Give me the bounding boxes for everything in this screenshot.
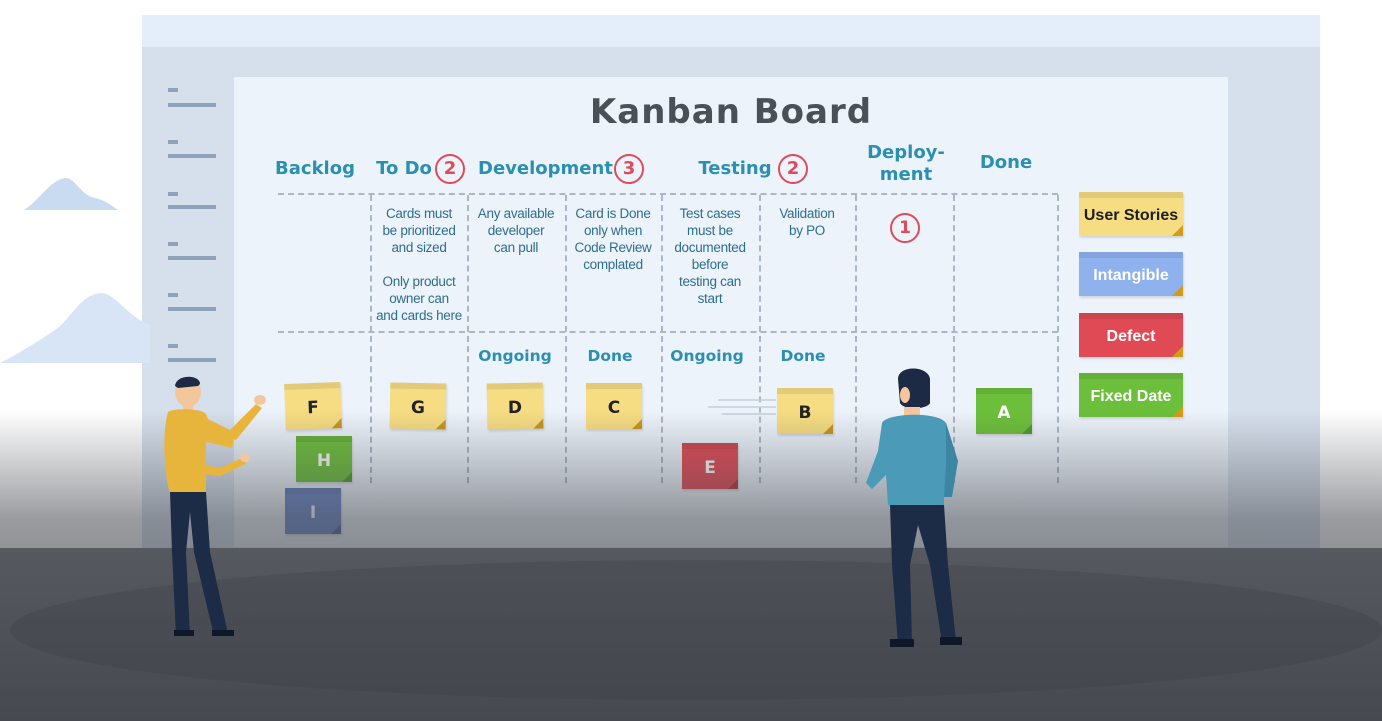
policy-line: by PO xyxy=(788,223,825,238)
policy-line: and sized xyxy=(391,240,447,255)
legend-defect: Defect xyxy=(1079,313,1183,357)
grid-line xyxy=(759,195,761,483)
column-header-development: Development xyxy=(478,158,613,179)
policy-line: Card is Done xyxy=(575,206,651,221)
policy-line: Code Review xyxy=(574,240,652,255)
legend-label: Intangible xyxy=(1093,267,1169,284)
subcolumn-dev-done: Done xyxy=(587,347,633,365)
column-header-todo: To Do xyxy=(376,158,432,179)
grid-line xyxy=(1057,195,1059,483)
grid-line xyxy=(953,195,955,483)
motion-lines xyxy=(708,399,776,415)
grid-line xyxy=(278,331,1058,333)
card-label: G xyxy=(410,397,426,419)
card-label: D xyxy=(507,397,523,419)
wip-limit-todo: 2 xyxy=(435,154,465,184)
policy-line: Any available xyxy=(477,206,555,221)
policy-test-done: Validation by PO xyxy=(759,205,855,239)
column-header-testing: Testing xyxy=(698,158,772,179)
subcolumn-test-done: Done xyxy=(780,347,826,365)
card-g[interactable]: G xyxy=(389,382,447,430)
card-d[interactable]: D xyxy=(486,382,544,430)
legend-label: Defect xyxy=(1106,328,1156,345)
wip-limit-deployment: 1 xyxy=(890,213,920,243)
policy-line: complated xyxy=(583,257,643,272)
policy-line: Only product xyxy=(382,274,456,289)
card-label: E xyxy=(704,458,716,478)
policy-line: Validation xyxy=(779,206,835,221)
policy-line: only when xyxy=(583,223,643,238)
grid-line xyxy=(565,195,567,483)
policy-line: before xyxy=(691,257,729,272)
policy-line: owner can xyxy=(389,291,449,306)
policy-line: testing can xyxy=(679,274,741,289)
policy-todo: Cards must be prioritized and sized Only… xyxy=(370,205,468,324)
card-label: B xyxy=(798,403,812,423)
policy-test-ongoing: Test cases must be documented before tes… xyxy=(661,205,759,307)
policy-line: start xyxy=(697,291,723,306)
legend-intangible: Intangible xyxy=(1079,252,1183,296)
policy-line: Cards must xyxy=(385,206,453,221)
column-header-done: Done xyxy=(979,152,1033,173)
column-header-deployment-line2: ment xyxy=(879,164,933,185)
policy-line: be prioritized xyxy=(382,223,456,238)
column-header-deployment: Deploy- ment xyxy=(860,142,952,186)
card-label: H xyxy=(316,451,332,471)
card-a[interactable]: A xyxy=(976,388,1032,434)
policy-line: must be xyxy=(687,223,733,238)
policy-line: Test cases xyxy=(679,206,741,221)
policy-line: and cards here xyxy=(376,308,462,323)
card-label: F xyxy=(306,397,320,419)
grid-line xyxy=(370,195,372,483)
card-c[interactable]: C xyxy=(586,383,642,429)
person-pointing-illustration xyxy=(164,376,266,636)
legend-fixed-date: Fixed Date xyxy=(1079,373,1183,417)
card-label: C xyxy=(607,398,621,418)
board-title: Kanban Board xyxy=(589,92,873,132)
column-header-deployment-line1: Deploy- xyxy=(867,142,945,163)
policy-line: can pull xyxy=(493,240,539,255)
grid-line xyxy=(467,195,469,483)
policy-dev-ongoing: Any available developer can pull xyxy=(467,205,565,256)
person-standing-illustration xyxy=(866,368,962,647)
column-header-backlog: Backlog xyxy=(275,158,355,179)
card-e[interactable]: E xyxy=(682,443,738,489)
card-i[interactable]: I xyxy=(285,488,341,534)
card-h[interactable]: H xyxy=(296,436,352,482)
card-f[interactable]: F xyxy=(284,382,342,430)
policy-line: developer xyxy=(487,223,545,238)
policy-line: documented xyxy=(674,240,746,255)
subcolumn-test-ongoing: Ongoing xyxy=(670,347,744,365)
mountain-shape xyxy=(0,292,150,363)
grid-line xyxy=(855,195,857,483)
wall-top-band xyxy=(142,15,1320,47)
card-b[interactable]: B xyxy=(777,388,833,434)
mountain-shape xyxy=(24,177,118,210)
card-label: I xyxy=(309,503,317,523)
policy-dev-done: Card is Done only when Code Review compl… xyxy=(565,205,661,273)
grid-line xyxy=(661,195,663,483)
legend-label: User Stories xyxy=(1083,207,1179,224)
legend-label: Fixed Date xyxy=(1090,388,1172,405)
wip-limit-testing: 2 xyxy=(778,154,808,184)
legend-user-stories: User Stories xyxy=(1079,192,1183,236)
wip-limit-development: 3 xyxy=(614,154,644,184)
card-label: A xyxy=(997,403,1011,423)
grid-line xyxy=(278,193,1058,195)
subcolumn-dev-ongoing: Ongoing xyxy=(478,347,552,365)
